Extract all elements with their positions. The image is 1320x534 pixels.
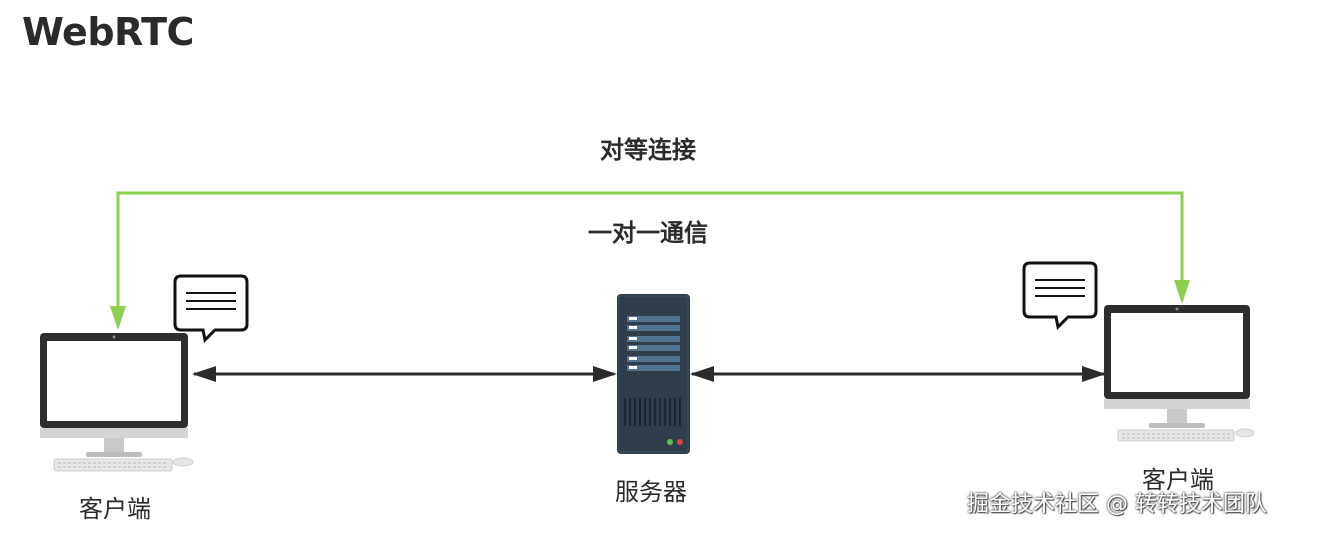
peer-arrow-right (1174, 280, 1190, 304)
client-left-label: 客户端 (79, 495, 151, 523)
server-label: 服务器 (615, 478, 687, 506)
peer-arrow-left (110, 306, 126, 330)
chat-bubble-icon (173, 274, 249, 344)
mouse-icon (172, 457, 194, 467)
server-right-link (690, 366, 1106, 382)
mouse-icon (1235, 428, 1255, 438)
left-server-link (192, 366, 617, 382)
peer-connection-label: 对等连接 (600, 136, 696, 164)
client-right-label: 客户端 (1142, 466, 1214, 494)
keyboard-icon (1117, 429, 1235, 442)
monitor-icon (1104, 305, 1255, 442)
peer-connection-line (110, 191, 1190, 330)
one-to-one-label: 一对一通信 (588, 219, 708, 247)
chat-bubble-icon (1022, 261, 1098, 331)
diagram-title: WebRTC (22, 10, 194, 54)
keyboard-icon (53, 458, 173, 472)
monitor-icon (40, 333, 194, 472)
watermark: 掘金技术社区 @ 转转技术团队 (967, 492, 1267, 517)
server-icon (617, 294, 690, 454)
